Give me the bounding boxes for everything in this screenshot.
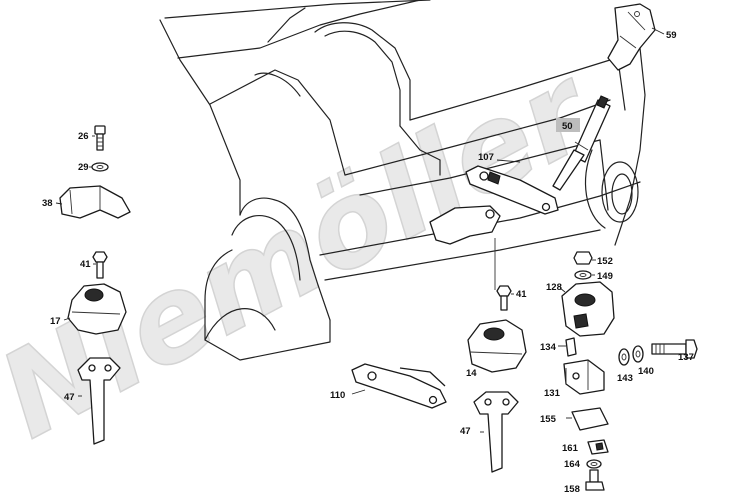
- bracket-59: [607, 3, 665, 71]
- mount-128: [559, 281, 615, 337]
- bracket-47-left: [77, 357, 121, 445]
- bolt-158: [585, 469, 605, 491]
- shield-38: [55, 185, 131, 219]
- label-161: 161: [562, 443, 579, 454]
- plate-161: [587, 439, 609, 455]
- label-134: 134: [540, 342, 557, 353]
- label-41-left: 41: [80, 259, 91, 270]
- crossmember-110: [351, 363, 447, 409]
- label-149: 149: [597, 271, 613, 282]
- label-47-left: 47: [64, 392, 75, 403]
- engine-block: [159, 0, 646, 361]
- nut-152: [573, 251, 596, 265]
- label-41-center: 41: [516, 289, 527, 300]
- label-17: 17: [50, 316, 61, 327]
- mount-14: [467, 319, 527, 373]
- label-38: 38: [42, 198, 53, 209]
- label-14: 14: [466, 368, 477, 379]
- label-59: 59: [666, 30, 677, 41]
- part-labels: 26 29 38 41 17 47 59 50 107 152 149 128 …: [42, 30, 694, 495]
- label-128: 128: [546, 282, 562, 293]
- washer-143: [618, 348, 630, 366]
- bolt-26: [92, 125, 106, 151]
- label-155: 155: [540, 414, 557, 425]
- label-110: 110: [330, 390, 345, 401]
- label-158: 158: [564, 484, 580, 495]
- washer-149: [574, 270, 595, 280]
- bolt-41-center: [496, 285, 514, 311]
- label-107: 107: [478, 152, 494, 163]
- bolt-41-left: [92, 251, 108, 279]
- bracket-131: [563, 359, 605, 395]
- plate-134: [558, 337, 577, 357]
- label-131: 131: [544, 388, 561, 399]
- washer-29: [89, 162, 109, 172]
- label-152: 152: [597, 256, 613, 267]
- crossmember-107: [465, 159, 559, 215]
- mount-17: [63, 283, 127, 335]
- nut-140: [632, 345, 644, 363]
- label-137: 137: [678, 352, 694, 363]
- label-26: 26: [78, 131, 89, 142]
- highlight-50: [556, 118, 580, 132]
- engine-bracket: [429, 205, 501, 290]
- label-50: 50: [562, 121, 573, 132]
- damper-50: [552, 95, 611, 191]
- washer-164: [586, 459, 602, 469]
- label-140: 140: [638, 366, 654, 377]
- label-164: 164: [564, 459, 581, 470]
- label-47-center: 47: [460, 426, 471, 437]
- label-143: 143: [617, 373, 633, 384]
- plate-155: [566, 407, 609, 431]
- label-29: 29: [78, 162, 89, 173]
- bolt-137: [651, 339, 698, 359]
- bracket-47-center: [473, 391, 519, 473]
